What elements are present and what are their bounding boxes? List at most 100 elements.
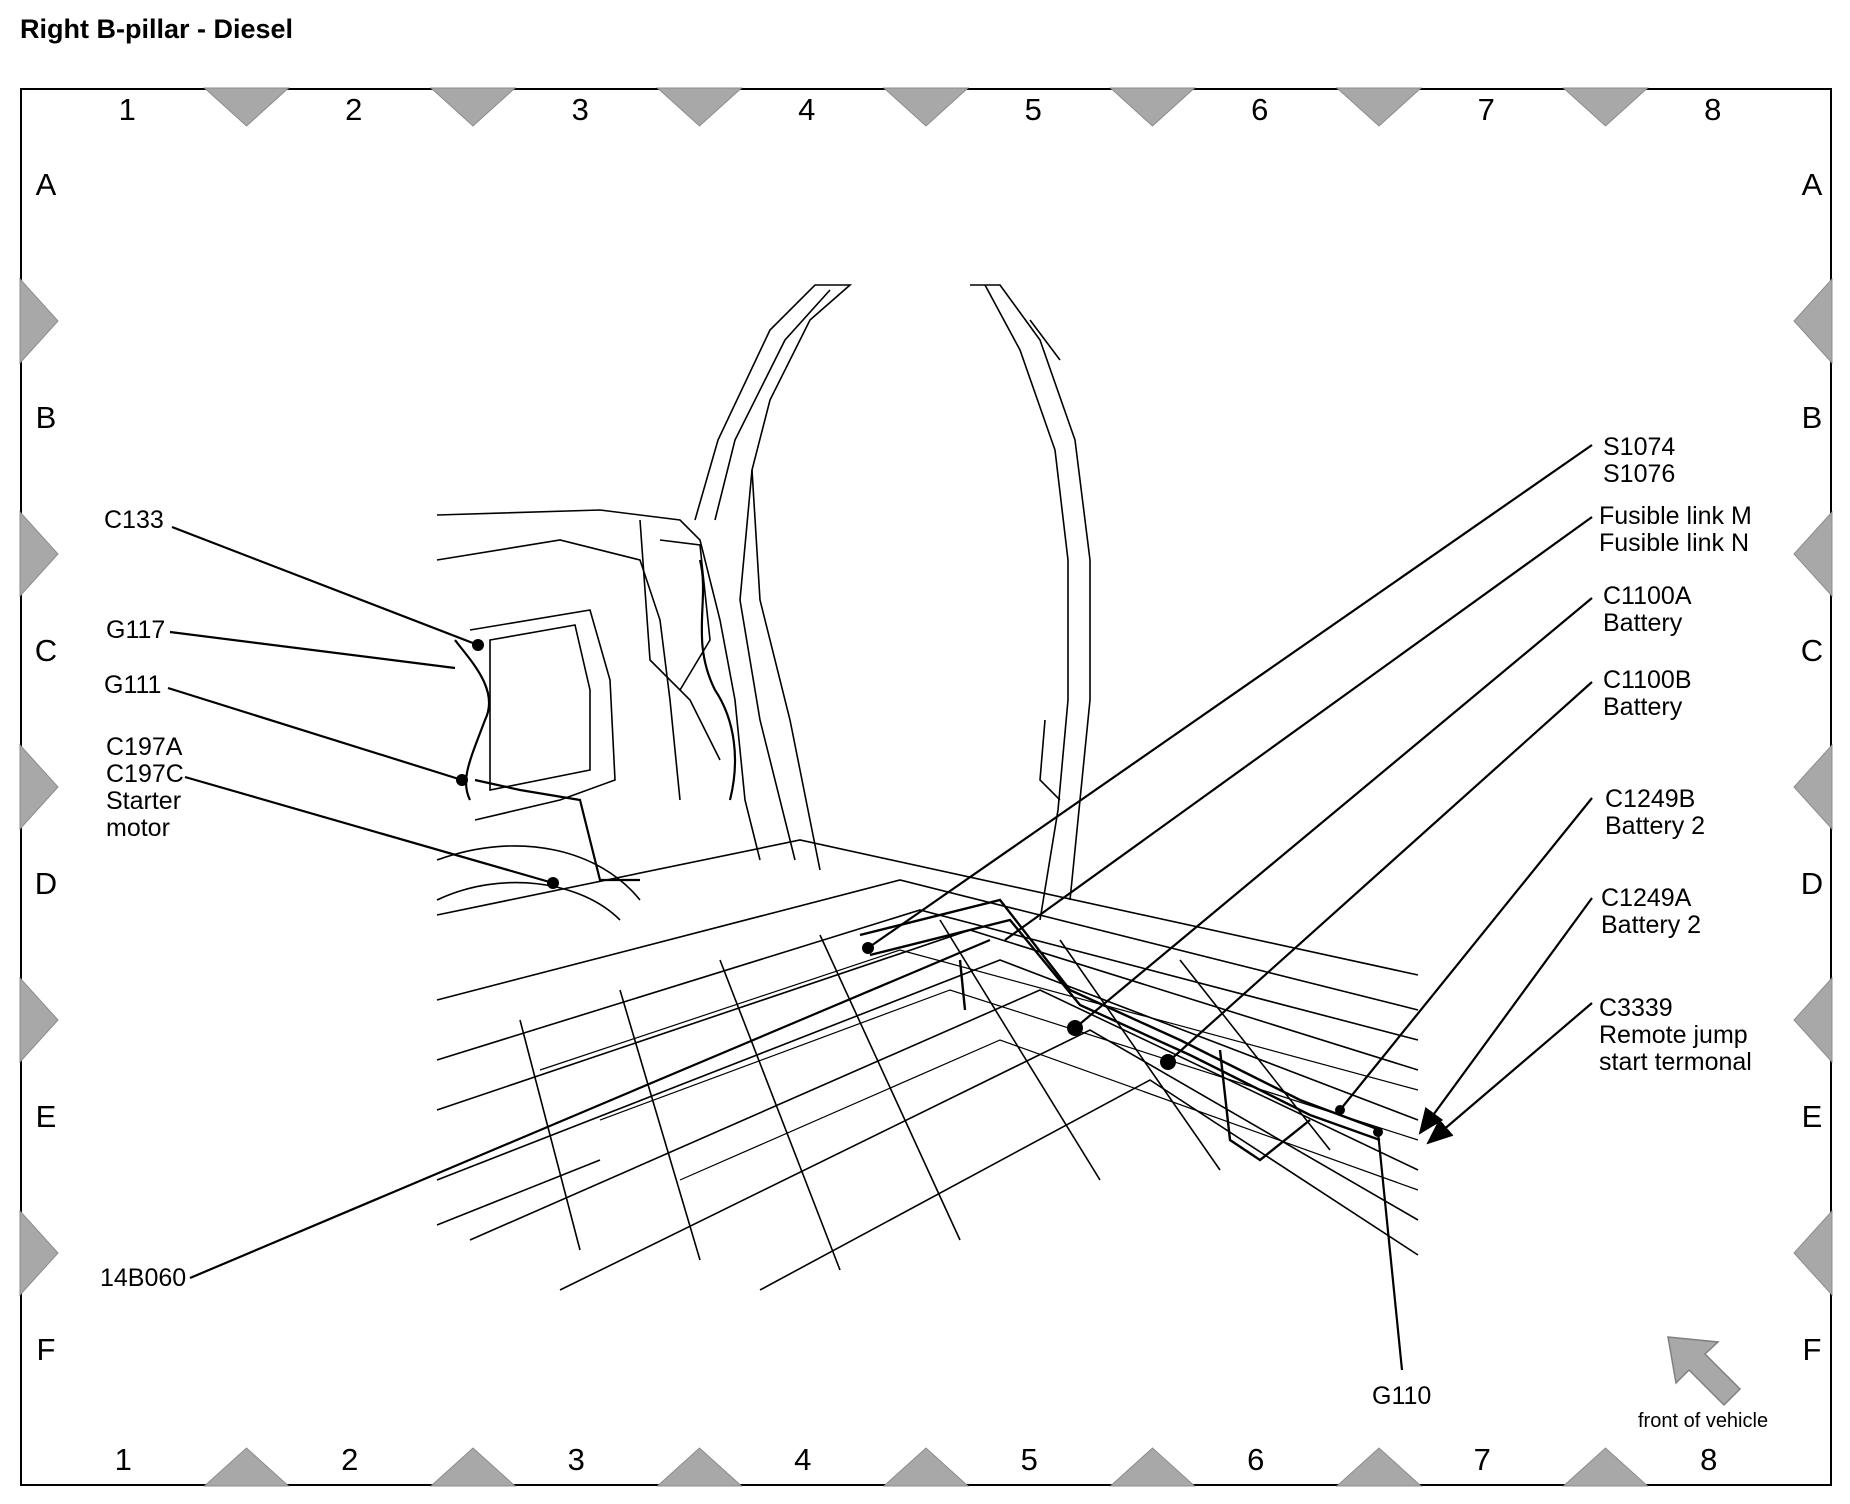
grid-column-label-bottom: 3 [567,1442,585,1477]
callout-g110: G110 [1372,1382,1432,1410]
grid-row-label-right: F [1802,1331,1822,1367]
grid-column-label-bottom: 8 [1700,1442,1718,1477]
grid-marker-top [1335,87,1423,127]
callout-c1249a-line2: Battery 2 [1601,911,1702,939]
callout-c1100a: C1100A Battery [1603,583,1692,637]
grid-marker-bottom [656,1447,743,1487]
callout-fusible-links: Fusible link M Fusible link N [1599,503,1752,557]
grid-row-label-right: C [1800,632,1824,668]
grid-marker-right [1793,277,1833,365]
callout-c197-line2: C197C [106,760,184,788]
grid-marker-top [203,87,290,127]
grid-row-label-left: E [35,1098,57,1134]
grid-marker-bottom [203,1447,290,1487]
grid-row-label-left: A [35,166,57,202]
grid-column-label-top: 7 [1477,92,1495,127]
grid-column-label-bottom: 1 [114,1442,132,1477]
callout-c1100b-line2: Battery [1603,693,1683,721]
grid-marker-bottom [1562,1447,1649,1487]
grid-marker-left [19,976,59,1064]
callout-c1100a-line1: C1100A [1603,582,1692,610]
arrow-up-left-icon [1667,1336,1742,1407]
grid-column-label-bottom: 4 [794,1442,812,1477]
callout-c1249b-line1: C1249B [1605,785,1696,813]
callout-c3339-line2: Remote jump [1599,1021,1748,1049]
grid-row-label-left: F [36,1331,56,1367]
grid-row-label-left: B [35,399,57,435]
callout-c197-line4: motor [106,814,170,842]
leader-c1100a [1074,597,1593,1029]
grid-column-label-top: 4 [798,92,816,127]
grid-marker-bottom [1109,1447,1196,1487]
leader-c1249b [1339,797,1593,1111]
grid-column-label-top: 5 [1024,92,1042,127]
callout-c197-line3: Starter [106,787,182,815]
grid-marker-top [1109,87,1196,127]
grid-marker-bottom [429,1447,517,1487]
callout-c1100b: C1100B Battery [1603,667,1692,721]
grid-marker-left [19,510,59,598]
callout-s1074-line1: S1074 [1603,433,1676,461]
grid-marker-left [19,277,59,365]
grid-row-label-right: B [1801,399,1823,435]
callout-c3339-line3: start termonal [1599,1048,1752,1076]
grid-column-label-bottom: 7 [1473,1442,1491,1477]
callout-c197: C197A C197C Starter motor [106,734,184,842]
grid-row-label-left: D [34,865,58,901]
grid-marker-right [1793,510,1833,598]
grid-marker-bottom [882,1447,970,1487]
callout-c1100a-line2: Battery [1603,609,1683,637]
leader-g110 [1376,1131,1404,1371]
grid-column-label-bottom: 6 [1247,1442,1265,1477]
front-of-vehicle-label: front of vehicle [1638,1410,1769,1432]
callout-c1100b-line1: C1100B [1603,666,1692,694]
grid-marker-top [429,87,517,127]
leader-c197 [184,775,554,885]
grid-marker-top [882,87,970,127]
grid-column-label-bottom: 2 [341,1442,359,1477]
leader-c1249a [1418,897,1593,1135]
grid-row-label-left: C [34,632,58,668]
callout-c1249a: C1249A Battery 2 [1601,885,1701,939]
callout-s1074-line2: S1076 [1603,460,1676,488]
callout-c133: C133 [104,506,164,534]
callout-s1074: S1074 S1076 [1603,434,1675,488]
grid-column-label-top: 2 [345,92,363,127]
callout-c3339: C3339 Remote jump start termonal [1599,995,1752,1076]
grid-marker-bottom [1335,1447,1423,1487]
callout-c197-line1: C197A [106,733,183,761]
grid-row-label-right: D [1800,865,1824,901]
grid-column-label-top: 6 [1251,92,1269,127]
leader-14b060 [189,938,991,1280]
leader-c1100b [1167,681,1593,1063]
callout-14b060: 14B060 [100,1264,187,1292]
leader-g117 [169,630,456,670]
grid-row-label-right: E [1801,1098,1823,1134]
grid-column-label-top: 8 [1704,92,1722,127]
grid-marker-left [19,743,59,831]
grid-marker-top [656,87,743,127]
grid-marker-top [1562,87,1649,127]
grid-marker-right [1793,976,1833,1064]
leader-c133 [171,525,479,647]
leader-fusible [1004,516,1593,941]
grid-marker-right [1793,743,1833,831]
callout-c1249b-line2: Battery 2 [1605,812,1706,840]
leader-s1074 [867,444,1593,949]
grid-column-label-bottom: 5 [1020,1442,1038,1477]
grid-column-label-top: 3 [571,92,589,127]
callout-fusible-line1: Fusible link M [1599,502,1752,530]
grid-marker-left [19,1209,59,1297]
grid-column-label-top: 1 [118,92,136,127]
grid-row-label-right: A [1801,166,1823,202]
callout-c1249a-line1: C1249A [1601,884,1692,912]
callout-g117: G117 [106,616,166,644]
leader-c3339 [1426,1002,1593,1145]
callout-g111: G111 [104,671,162,699]
callout-c3339-line1: C3339 [1599,994,1673,1022]
leader-g111 [167,686,463,782]
